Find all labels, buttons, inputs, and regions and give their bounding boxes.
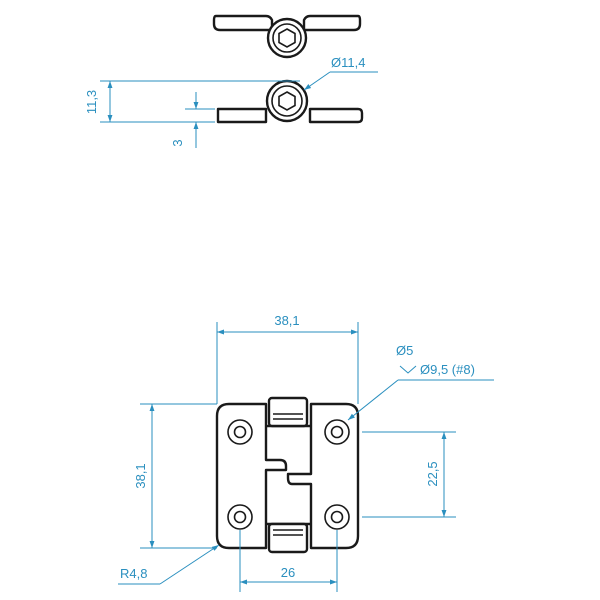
dimension-diameter-11-4: Ø11,4 — [303, 55, 378, 91]
countersink-label: Ø9,5 (#8) — [420, 362, 475, 377]
hole-diameter-label: Ø5 — [396, 343, 413, 358]
dimension-height-38-1: 38,1 — [133, 403, 217, 549]
dimension-hole-spacing-26: 26 — [239, 530, 338, 592]
diameter-11-4-label: Ø11,4 — [331, 55, 365, 70]
hole-top-left — [227, 419, 253, 445]
height-38-1-label: 38,1 — [133, 463, 148, 488]
hole-bottom-left — [227, 504, 253, 530]
dimension-thickness-3: 3 — [170, 92, 215, 148]
dimension-width-38-1: 38,1 — [216, 313, 359, 404]
side-view-open — [216, 79, 364, 124]
dimension-hole-spacing-22-5: 22,5 — [362, 431, 456, 518]
front-view-hinge — [215, 396, 360, 554]
hole-spacing-22-5-label: 22,5 — [425, 461, 440, 486]
width-38-1-label: 38,1 — [274, 313, 299, 328]
hole-top-right — [324, 419, 350, 445]
hole-bottom-right — [324, 504, 350, 530]
thickness-3-label: 3 — [170, 139, 185, 146]
corner-radius-label: R4,8 — [120, 566, 147, 581]
dimension-hole-callout: Ø5 Ø9,5 (#8) — [347, 343, 494, 421]
dimension-height-11-3: 11,3 — [84, 80, 300, 123]
top-view-closed — [212, 14, 362, 59]
dimension-corner-radius: R4,8 — [118, 544, 220, 585]
height-11-3-label: 11,3 — [84, 90, 99, 114]
hole-spacing-26-label: 26 — [281, 565, 295, 580]
